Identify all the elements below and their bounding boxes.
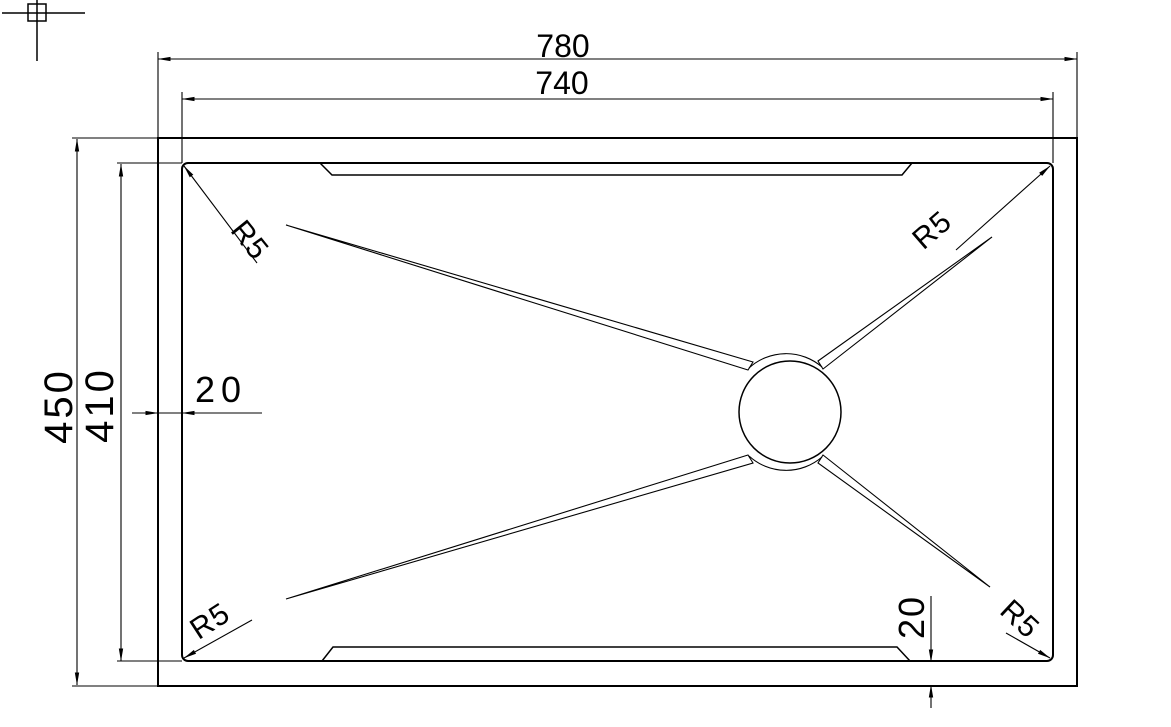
ucs-box <box>27 3 47 22</box>
dim-inner-width: 740 <box>181 65 1054 163</box>
dim-edge-offset-left-label: 20 <box>195 369 247 410</box>
dim-inner-height: 410 <box>78 162 182 662</box>
dim-inner-width-label: 740 <box>535 65 588 101</box>
radius-callout-top-left: R5 <box>183 165 275 266</box>
slope-groove-bottom-left <box>285 454 754 600</box>
dim-outer-width: 780 <box>157 28 1078 138</box>
radius-callout-bottom-right: R5 <box>994 594 1051 659</box>
slope-groove-bottom-right <box>817 454 991 588</box>
dim-inner-height-label: 410 <box>78 367 122 443</box>
leader-line <box>183 165 258 264</box>
drain-outer-arc-top <box>748 353 823 369</box>
bottom-ledge <box>321 646 911 662</box>
radius-callout-top-right: R5 <box>906 165 1051 256</box>
radius-label-bottom-left: R5 <box>184 597 236 647</box>
ucs-origin-icon <box>2 0 85 61</box>
slope-groove-top-right <box>817 236 993 370</box>
radius-label-bottom-right: R5 <box>994 594 1046 646</box>
drain-assembly <box>285 224 993 600</box>
drain-outer-arc-bottom <box>748 455 823 471</box>
dim-outer-height: 450 <box>37 137 158 687</box>
dim-outer-width-label: 780 <box>536 28 589 64</box>
leader-line <box>183 619 253 659</box>
radius-label-top-right: R5 <box>906 205 958 256</box>
dim-outer-height-label: 450 <box>37 368 81 444</box>
leader-line <box>1005 632 1051 659</box>
dim-edge-offset-bottom-label: 20 <box>891 595 932 639</box>
top-ledge <box>319 162 913 176</box>
radius-callout-bottom-left: R5 <box>183 597 253 659</box>
dim-edge-offset-left: 20 <box>132 369 262 416</box>
dim-edge-offset-bottom: 20 <box>891 595 934 708</box>
radius-label-top-left: R5 <box>224 214 275 266</box>
drain-circle <box>738 360 842 464</box>
slope-groove-top-left <box>285 224 754 371</box>
leader-line <box>955 165 1051 251</box>
